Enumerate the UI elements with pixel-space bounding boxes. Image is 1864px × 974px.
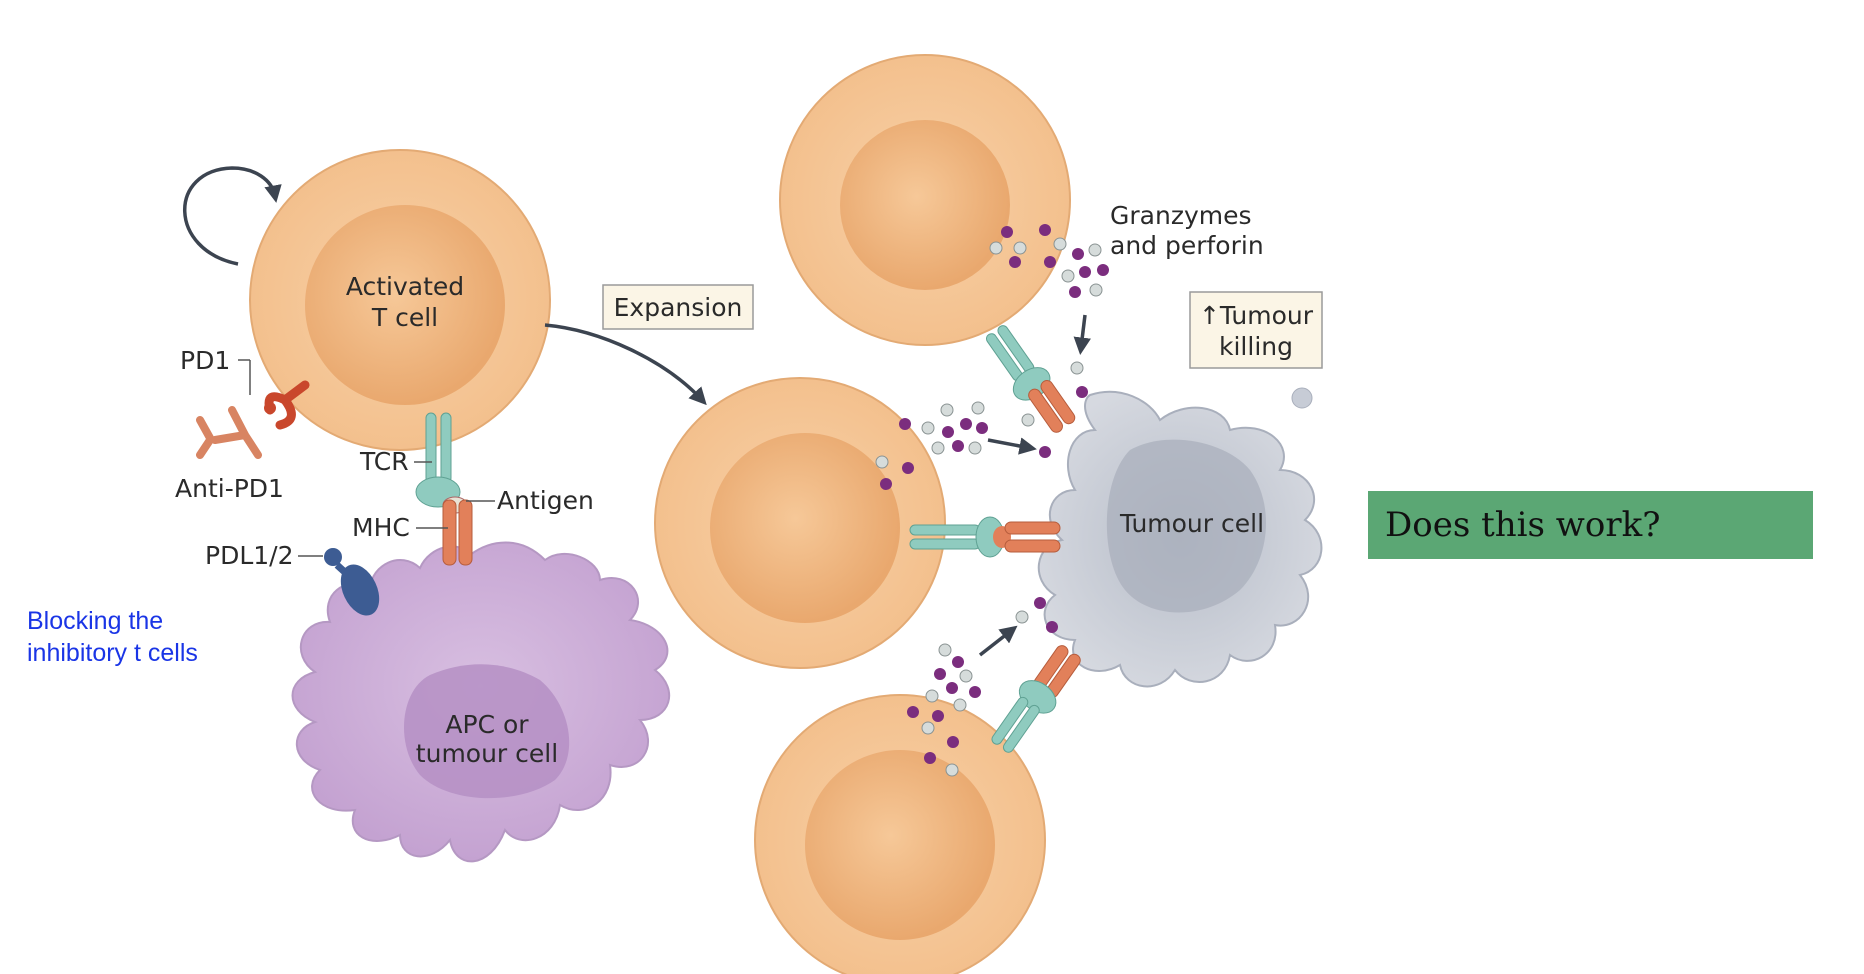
tumour-cell-label: Tumour cell	[1119, 509, 1264, 538]
question-text: Does this work?	[1385, 505, 1661, 545]
tumour-killing-box	[1189, 291, 1323, 369]
granule-arrow-bottom	[978, 625, 1018, 657]
tcr-mhc-complex-top	[985, 325, 1076, 433]
expansion-arrow	[544, 323, 707, 406]
expansion-label: Expansion	[614, 293, 743, 322]
tcr-label: TCR	[359, 447, 409, 476]
granule-arrow-top	[1073, 314, 1091, 355]
tcr-mhc-complex-bottom	[991, 645, 1081, 753]
tcr-mhc-complex-left	[415, 412, 473, 566]
granzymes-label-line1: Granzymes	[1110, 201, 1252, 230]
t-cell-top	[779, 54, 1071, 346]
expansion-box	[602, 284, 754, 330]
anti-pd1-label: Anti-PD1	[175, 474, 284, 503]
granule-arrow-middle	[987, 437, 1037, 455]
annotation-line2: inhibitory t cells	[27, 639, 198, 667]
annotation-text: Blocking the inhibitory t cells	[27, 605, 198, 669]
mhc-label: MHC	[352, 513, 410, 542]
tumour-cell: Tumour cell	[1037, 387, 1323, 688]
apc-nucleus	[403, 664, 570, 799]
pd1-receptor	[264, 380, 310, 430]
question-box: Does this work?	[1368, 491, 1813, 559]
t-cell-bottom	[754, 694, 1046, 974]
annotation-line1: Blocking the	[27, 607, 164, 635]
pdl-label: PDL1/2	[205, 541, 294, 570]
pdl-molecule	[324, 548, 380, 616]
anti-pd1-antibody	[196, 406, 262, 459]
tcr-mhc-complex-middle	[909, 516, 1061, 558]
apc-label-line1: APC or	[445, 710, 529, 739]
tumour-killing-line2: killing	[1219, 332, 1293, 361]
apc-label-line2: tumour cell	[416, 739, 558, 768]
granzymes-label-line2: and perforin	[1110, 231, 1264, 260]
granules-middle	[875, 401, 1051, 490]
activated-label-line2: T cell	[371, 303, 438, 332]
self-renewal-arrow	[183, 166, 282, 266]
t-cell-middle	[654, 377, 946, 669]
activated-t-cell: Activated T cell	[249, 149, 551, 451]
tumour-killing-line1: ↑Tumour	[1199, 301, 1314, 330]
antigen-label: Antigen	[497, 486, 594, 515]
apc-cell: APC or tumour cell	[291, 541, 671, 863]
granules-bottom	[907, 597, 1058, 777]
activated-label-line1: Activated	[346, 272, 464, 301]
pd1-label: PD1	[180, 346, 230, 375]
granules-top	[989, 224, 1109, 398]
